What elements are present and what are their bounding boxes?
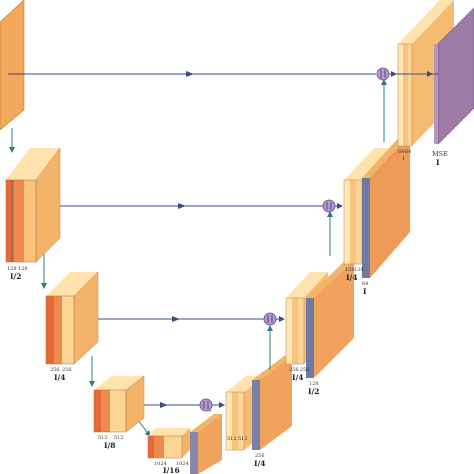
upconv-block-3 [252, 356, 292, 450]
dec2-upsample: 128 [309, 381, 319, 387]
enc1-size: I/2 [10, 272, 21, 281]
dec3-upsample: 64 [362, 281, 368, 287]
concat-node-1 [376, 67, 390, 81]
enc4-channels-a: 1024 [154, 461, 167, 467]
dec3-channels-b: 128 [354, 267, 364, 273]
enc2-size: I/4 [54, 373, 65, 382]
dec4-channels-b: 64 [405, 149, 411, 155]
enc1-channels-b: 128 [18, 266, 28, 272]
upconv-block-2 [306, 260, 354, 378]
encoder-block-3 [93, 375, 145, 433]
skip-connection-2 [44, 203, 323, 209]
output-block [434, 7, 474, 145]
upconv-block-4 [190, 414, 222, 474]
bottleneck-block [147, 428, 190, 459]
dec3-size-a: I/4 [346, 273, 357, 282]
skip-connection-4 [138, 402, 200, 408]
enc4-channels-b: 1024 [176, 461, 189, 467]
enc4-size: I/16 [163, 466, 180, 474]
dec1-channels-b: 512 [238, 436, 248, 442]
enc3-channels-b: 512 [114, 435, 124, 441]
output-size-label: I [436, 158, 440, 167]
dec2-size: I/2 [308, 387, 319, 396]
encoder-block-2 [45, 271, 99, 365]
dec2-channels-a: 256 [289, 367, 299, 373]
concat-node-2 [322, 199, 336, 213]
enc3-size: I/8 [104, 441, 115, 450]
dec2-size-a: I/4 [292, 373, 303, 382]
enc3-channels-a: 512 [98, 435, 108, 441]
dec1-upsample: 256 [255, 453, 265, 459]
dec1-channels-a: 512 [227, 436, 237, 442]
encoder-block-1 [5, 147, 61, 263]
dec1-size: I/4 [254, 459, 265, 468]
enc2-channels-b: 256 [62, 367, 72, 373]
dec4-upsample: 1 [402, 156, 405, 162]
dec2-channels-b: 256 [300, 367, 310, 373]
input-block [0, 0, 25, 131]
output-loss-label: MSE [432, 150, 448, 158]
dec3-channels-a: 128 [345, 267, 355, 273]
decoder-forward-arrows [212, 71, 433, 408]
dec3-size: I [363, 287, 367, 296]
enc1-channels-a: 128 [7, 266, 17, 272]
dec4-channels-a: 64 [398, 149, 404, 155]
skip-connection-3 [92, 316, 265, 322]
pool-arrows [9, 128, 151, 437]
skip-connection-1 [8, 71, 376, 77]
enc2-channels-a: 256 [50, 367, 60, 373]
concat-node-4 [199, 398, 213, 412]
concat-node-3 [263, 312, 277, 326]
